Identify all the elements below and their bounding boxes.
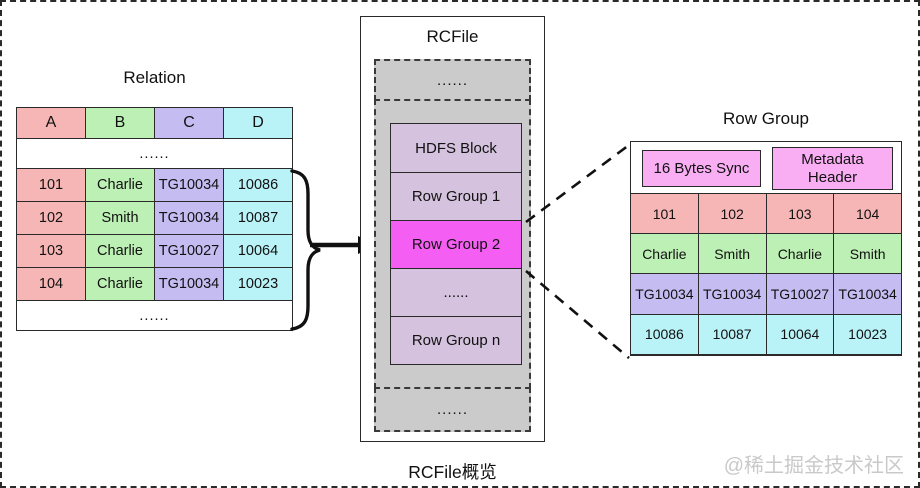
cell: TG10034 bbox=[154, 201, 224, 235]
relation-header-a: A bbox=[16, 107, 86, 139]
cell: 102 bbox=[16, 201, 86, 235]
cell: Smith bbox=[697, 233, 767, 275]
rcfile-title: RCFile bbox=[426, 27, 479, 46]
row-group-n-block: Row Group n bbox=[391, 316, 521, 364]
row-group-title: Row Group bbox=[723, 109, 809, 128]
metadata-header-label: Metadata Header bbox=[801, 151, 864, 186]
cell: 104 bbox=[833, 192, 902, 235]
relation-header-c: C bbox=[154, 107, 224, 139]
cell: 103 bbox=[765, 192, 835, 235]
row-group-columnar-table: 101 102 103 104 Charlie Smith Charlie Sm… bbox=[630, 192, 902, 355]
row-group-2-block-highlighted: Row Group 2 bbox=[391, 220, 521, 268]
cell: Smith bbox=[833, 233, 902, 275]
column-d-values-row: 10086 10087 10064 10023 bbox=[630, 313, 902, 355]
relation-header-b: B bbox=[85, 107, 155, 139]
cell: TG10034 bbox=[154, 168, 224, 202]
relation-ellipsis-row-bottom: ...... bbox=[16, 300, 293, 331]
cell: Charlie bbox=[630, 233, 699, 275]
hdfs-block: HDFS Block bbox=[391, 124, 521, 172]
metadata-header-box: Metadata Header bbox=[772, 147, 893, 190]
column-a-values-row: 101 102 103 104 bbox=[630, 192, 902, 235]
column-c-values-row: TG10034 TG10034 TG10027 TG10034 bbox=[630, 273, 902, 315]
cell: TG10034 bbox=[154, 267, 224, 301]
column-b-values-row: Charlie Smith Charlie Smith bbox=[630, 233, 902, 275]
cell: Smith bbox=[85, 201, 155, 235]
row-group-header-strip: 16 Bytes Sync Metadata Header bbox=[631, 142, 901, 193]
cell: Charlie bbox=[765, 233, 835, 275]
relation-ellipsis-row-top: ...... bbox=[16, 138, 293, 169]
table-row: 104 Charlie TG10034 10023 bbox=[16, 267, 293, 301]
cell: 104 bbox=[16, 267, 86, 301]
row-group-ellipsis-block: ...... bbox=[391, 268, 521, 316]
ellipsis-text: ...... bbox=[16, 300, 293, 331]
rcfile-ellipsis-region-bottom: ...... bbox=[374, 387, 531, 432]
row-group-detail-box: 16 Bytes Sync Metadata Header 101 102 10… bbox=[630, 141, 902, 356]
cell: 10086 bbox=[223, 168, 293, 202]
cell: 102 bbox=[697, 192, 767, 235]
ellipsis-text: ...... bbox=[436, 401, 468, 418]
rcfile-ellipsis-region-top: ...... bbox=[374, 59, 531, 101]
table-row: 101 Charlie TG10034 10086 bbox=[16, 168, 293, 202]
ellipsis-text: ...... bbox=[436, 71, 468, 89]
table-row: 103 Charlie TG10027 10064 bbox=[16, 234, 293, 268]
cell: 103 bbox=[16, 234, 86, 268]
relation-header-d: D bbox=[223, 107, 293, 139]
relation-table: A B C D ...... 101 Charlie TG10034 10086… bbox=[16, 107, 293, 331]
diagram-caption: RCFile概览 bbox=[408, 462, 497, 482]
table-row: 102 Smith TG10034 10087 bbox=[16, 201, 293, 235]
cell: 10064 bbox=[223, 234, 293, 268]
cell: Charlie bbox=[85, 267, 155, 301]
cell: 10023 bbox=[223, 267, 293, 301]
cell: 101 bbox=[630, 192, 699, 235]
cell: Charlie bbox=[85, 168, 155, 202]
cell: TG10027 bbox=[154, 234, 224, 268]
cell: 10087 bbox=[223, 201, 293, 235]
cell: 101 bbox=[16, 168, 86, 202]
cell: TG10027 bbox=[765, 273, 835, 315]
curly-brace-icon bbox=[290, 169, 321, 331]
cell: TG10034 bbox=[630, 273, 699, 315]
relation-header-row: A B C D bbox=[16, 107, 293, 139]
watermark: @稀土掘金技术社区 bbox=[723, 455, 904, 477]
cell: 10087 bbox=[697, 313, 767, 355]
cell: 10086 bbox=[630, 313, 699, 355]
row-group-1-block: Row Group 1 bbox=[391, 172, 521, 220]
sync-marker-box: 16 Bytes Sync bbox=[642, 150, 761, 187]
relation-title: Relation bbox=[123, 68, 186, 87]
rcfile-block-stack: HDFS Block Row Group 1 Row Group 2 .....… bbox=[390, 123, 522, 365]
cell: 10023 bbox=[833, 313, 902, 355]
cell: 10064 bbox=[765, 313, 835, 355]
cell: TG10034 bbox=[833, 273, 902, 315]
ellipsis-text: ...... bbox=[16, 138, 293, 169]
cell: TG10034 bbox=[697, 273, 767, 315]
cell: Charlie bbox=[85, 234, 155, 268]
